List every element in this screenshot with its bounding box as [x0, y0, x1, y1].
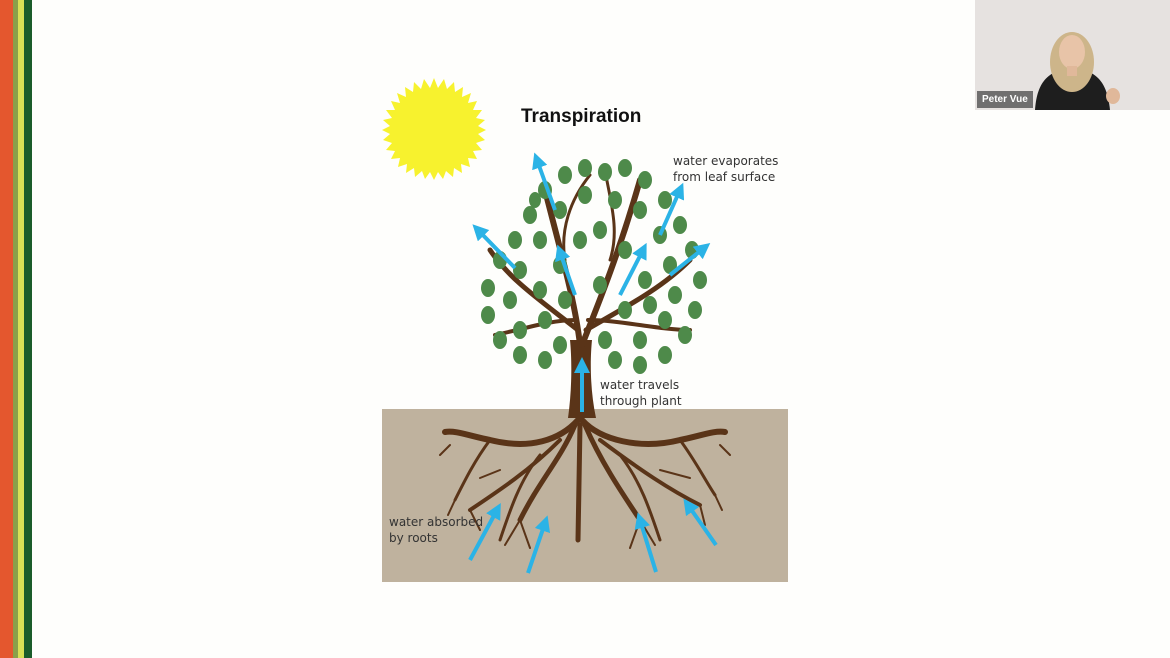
- soil-block: [382, 409, 788, 582]
- label-travels-line2: through plant: [600, 394, 682, 408]
- participant-name-tag: Peter Vue: [977, 91, 1033, 108]
- label-absorbed: water absorbed by roots: [389, 514, 483, 546]
- orange-stripe: [0, 0, 13, 658]
- label-travels: water travels through plant: [600, 377, 682, 409]
- sun-icon: [382, 78, 486, 180]
- participant-video-feed: [975, 0, 1170, 110]
- transpiration-diagram: [382, 78, 788, 582]
- label-evaporates-line2: from leaf surface: [673, 170, 776, 184]
- slide-title: Transpiration: [521, 106, 642, 127]
- left-color-stripes: [0, 0, 32, 658]
- label-evaporates-line1: water evaporates: [673, 154, 779, 168]
- olive-stripe: [13, 0, 18, 658]
- water-arrows: [468, 152, 718, 574]
- label-absorbed-line2: by roots: [389, 531, 438, 545]
- yellow-stripe: [18, 0, 24, 658]
- label-travels-line1: water travels: [600, 378, 680, 392]
- label-evaporates: water evaporates from leaf surface: [673, 153, 778, 185]
- label-absorbed-line1: water absorbed: [389, 515, 484, 529]
- roots: [439, 417, 731, 549]
- tree-leaves: [481, 159, 707, 374]
- green-stripe: [24, 0, 32, 658]
- participant-video-tile[interactable]: Peter Vue: [975, 0, 1170, 110]
